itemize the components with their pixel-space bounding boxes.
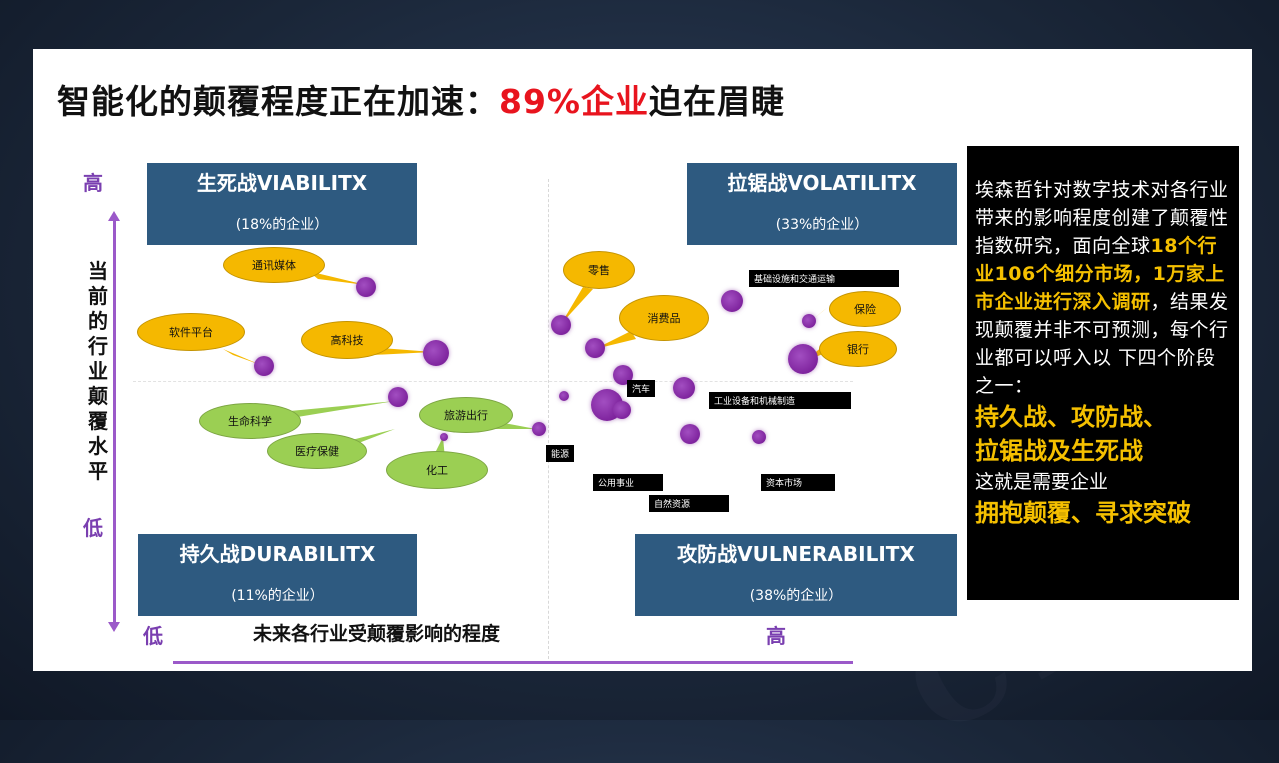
industry-dot: [551, 315, 571, 335]
industry-dot: [254, 356, 274, 376]
industry-dot: [802, 314, 816, 328]
title-suffix: 迫在眉睫: [649, 82, 785, 121]
summary-need: 这就是需要企业: [975, 471, 1109, 493]
tag-infrastructure: 基础设施和交通运输: [749, 270, 899, 287]
bubble-retail: 零售: [563, 251, 635, 289]
industry-dot: [559, 391, 569, 401]
industry-dot: [680, 424, 700, 444]
tag-industrial: 工业设备和机械制造: [709, 392, 851, 409]
x-axis-title: 未来各行业受颠覆影响的程度: [253, 623, 501, 645]
bubble-consumer: 消费品: [619, 295, 709, 341]
bubble-telecom: 通讯媒体: [223, 247, 325, 283]
industry-dot: [613, 401, 631, 419]
page-title: 智能化的颠覆程度正在加速：89%企业迫在眉睫: [57, 75, 785, 123]
quadrant-share: (11%的企业）: [231, 588, 324, 604]
bubble-insurance: 保险: [829, 291, 901, 327]
quadrant-share: (33%的企业）: [775, 217, 869, 233]
software-pointer: [223, 349, 261, 365]
x-axis-low-label: 低: [143, 624, 163, 648]
summary-panel: 埃森哲针对数字技术对各行业带来的影响程度创建了颠覆性指数研究，面向全球18个行业…: [967, 146, 1239, 600]
summary-text-end: ，结果发现颠覆并非不可预测，每个行业都可以呼入以 下四个阶段之一：: [975, 291, 1229, 397]
bubble-bank: 银行: [819, 331, 897, 367]
tag-natural-resources: 自然资源: [649, 495, 729, 512]
quadrant-title: 拉锯战VOLATILITX: [727, 171, 917, 195]
tag-utility: 公用事业: [593, 474, 663, 491]
bubble-hightech: 高科技: [301, 321, 393, 359]
summary-paragraph: 埃森哲针对数字技术对各行业带来的影响程度创建了颠覆性指数研究，面向全球18个行业…: [975, 176, 1233, 400]
summary-highlight: 18个行业106个细分市场，1万家上市企业进行深入调研: [975, 235, 1225, 313]
quadrant-vulnerability: 攻防战VULNERABILITX (38%的企业）: [635, 534, 957, 616]
quadrant-title: 生死战VIABILITX: [196, 171, 368, 195]
bubble-health: 医疗保健: [267, 433, 367, 469]
quadrant-title: 持久战DURABILITX: [179, 542, 376, 566]
tag-auto: 汽车: [627, 380, 656, 397]
telecom-pointer: [308, 271, 366, 285]
vertical-divider: [548, 179, 549, 659]
industry-dot: [423, 340, 449, 366]
industry-dot: [356, 277, 376, 297]
quadrant-viability: 生死战VIABILITX (18%的企业）: [147, 163, 417, 245]
tag-energy: 能源: [546, 445, 575, 462]
y-axis-low-label: 低: [83, 516, 103, 540]
quadrant-share: (18%的企业）: [235, 217, 329, 233]
summary-stages-2: 拉锯战及生死战: [975, 437, 1143, 465]
horizontal-divider: [133, 381, 853, 382]
bubble-lifesci: 生命科学: [199, 403, 301, 439]
industry-dot: [752, 430, 766, 444]
quadrant-title: 攻防战VULNERABILITX: [677, 542, 915, 566]
industry-dot: [721, 290, 743, 312]
y-axis: [108, 211, 120, 632]
y-axis-high-label: 高: [83, 171, 103, 195]
title-highlight: 89%企业: [499, 82, 649, 121]
lifesci-pointer: [269, 401, 395, 421]
x-axis-high-label: 高: [766, 624, 786, 648]
tag-capital-markets: 资本市场: [761, 474, 835, 491]
summary-call-to-action: 拥抱颠覆、寻求突破: [975, 499, 1191, 527]
quadrant-volatility: 拉锯战VOLATILITX (33%的企业）: [687, 163, 957, 245]
title-prefix: 智能化的颠覆程度正在加速：: [57, 82, 499, 121]
industry-dot: [585, 338, 605, 358]
retail-pointer: [561, 287, 593, 324]
bubble-software: 软件平台: [137, 313, 245, 351]
y-axis-title: 当前的行业颠覆水平: [88, 259, 108, 483]
industry-dot: [388, 387, 408, 407]
bubble-travel: 旅游出行: [419, 397, 513, 433]
industry-dot: [673, 377, 695, 399]
industry-dot: [532, 422, 546, 436]
bubble-chem: 化工: [386, 451, 488, 489]
industry-dot: [788, 344, 818, 374]
summary-text: 埃森哲针对数字技术对各行业带来的影响程度创建了颠覆性指数研究，面向全球: [975, 179, 1229, 257]
quadrant-durability: 持久战DURABILITX (11%的企业）: [138, 534, 417, 616]
quadrant-share: (38%的企业）: [749, 588, 843, 604]
consumer-pointer: [595, 331, 636, 349]
summary-stages-1: 持久战、攻防战、: [975, 403, 1167, 431]
x-axis: [173, 661, 853, 664]
industry-dot: [440, 433, 448, 441]
